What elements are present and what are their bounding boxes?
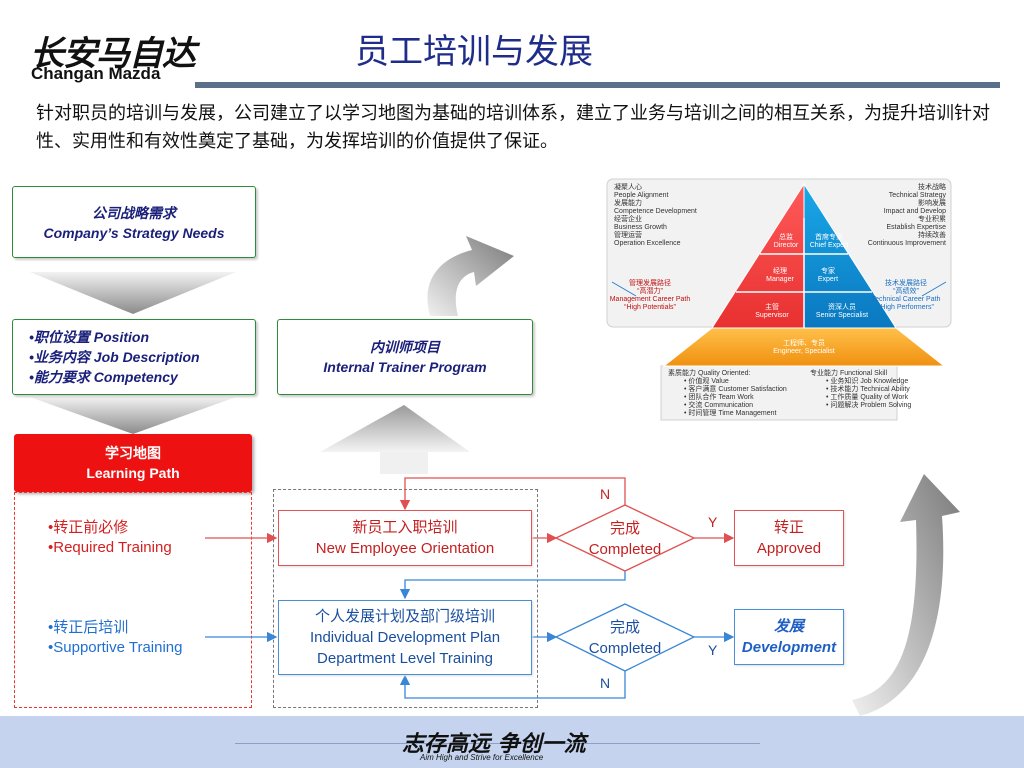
- development-cn: 发展: [773, 618, 804, 635]
- down-arrow-2: [30, 397, 236, 434]
- footer-slogan: 志存高远 争创一流: [402, 732, 586, 757]
- learning-path-en: Learning Path: [86, 465, 180, 481]
- trainer-cn: 内训师项目: [370, 339, 440, 355]
- pyramid-graphic: [606, 178, 952, 421]
- logo-english: Changan Mazda: [31, 64, 161, 83]
- competency-item: •能力要求 Competency: [29, 369, 178, 385]
- logo-chinese: 长安马自达: [30, 34, 196, 74]
- page-title: 员工培训与发展: [355, 32, 593, 72]
- up-arrow: [320, 405, 470, 452]
- flow-label-y-top: Y: [708, 514, 718, 530]
- footer-line: [235, 743, 760, 744]
- completed-bottom-text: 完成 Completed: [566, 617, 684, 659]
- idp-en2: Department Level Training: [317, 650, 493, 667]
- completed-top-text: 完成 Completed: [566, 518, 684, 560]
- quality-list: 素质能力 Quality Oriented: • 价值观 Value • 客户满…: [668, 370, 787, 417]
- learning-path-cn: 学习地图: [105, 445, 161, 461]
- development-en: Development: [741, 639, 837, 656]
- footer-band: 志存高远 争创一流 Aim High and Strive for Excell…: [0, 716, 1024, 768]
- technical-path-label: 技术发展路径“高绩效” Technical Career Path“High P…: [871, 280, 941, 311]
- curved-arrow-right: [852, 474, 960, 716]
- idp-cn: 个人发展计划及部门级培训: [314, 608, 495, 625]
- idp-box: 个人发展计划及部门级培训 Individual Development Plan…: [278, 600, 532, 675]
- title-rule: [195, 82, 1000, 88]
- down-arrow-1: [30, 272, 236, 314]
- internal-trainer-box: 内训师项目 Internal Trainer Program: [277, 319, 533, 395]
- completed-bottom-en: Completed: [588, 640, 662, 657]
- supportive-training-label: •转正后培训 •Supportive Training: [48, 618, 183, 658]
- position-item: •职位设置 Position: [29, 329, 150, 345]
- completed-top-diamond: [554, 504, 696, 572]
- intro-paragraph: 针对职员的培训与发展，公司建立了以学习地图为基础的培训体系，建立了业务与培训之间…: [36, 103, 990, 152]
- orientation-en: New Employee Orientation: [315, 540, 495, 557]
- flow-label-n-top: N: [600, 486, 611, 502]
- flow-label-n-bottom: N: [600, 675, 611, 691]
- completed-bottom-diamond: [554, 603, 696, 672]
- learning-path-frame: [14, 492, 252, 708]
- completed-top-cn: 完成: [609, 520, 640, 537]
- position-box: •职位设置 Position •业务内容 Job Description •能力…: [12, 319, 256, 395]
- strategy-cn: 公司战略需求: [92, 205, 176, 221]
- flow-label-y-bottom: Y: [708, 642, 718, 658]
- skill-list: 专业能力 Functional Skill • 业务知识 Job Knowled…: [810, 370, 912, 409]
- supportive-en: •Supportive Training: [48, 639, 183, 656]
- development-box: 发展 Development: [734, 609, 844, 665]
- supportive-cn: •转正后培训: [48, 619, 129, 636]
- idp-en1: Individual Development Plan: [309, 629, 501, 646]
- management-path-label: 管理发展路径“高潜力” Management Career Path“High …: [609, 280, 691, 311]
- learning-path-header: 学习地图 Learning Path: [14, 434, 252, 492]
- strategy-en: Company’s Strategy Needs: [43, 225, 225, 241]
- footer-english: Aim High and Strive for Excellence: [420, 753, 544, 762]
- required-en: •Required Training: [48, 539, 172, 556]
- orientation-cn: 新员工入职培训: [352, 519, 458, 536]
- required-training-label: •转正前必修 •Required Training: [48, 518, 172, 558]
- approved-en: Approved: [756, 540, 822, 557]
- curved-arrow-top: [427, 236, 514, 316]
- approved-cn: 转正: [773, 519, 804, 536]
- completed-bottom-cn: 完成: [609, 619, 640, 636]
- required-cn: •转正前必修: [48, 519, 129, 536]
- approved-box: 转正 Approved: [734, 510, 844, 566]
- completed-top-en: Completed: [588, 541, 662, 558]
- up-arrow-tail: [380, 452, 428, 474]
- orientation-box: 新员工入职培训 New Employee Orientation: [278, 510, 532, 566]
- strategy-needs-box: 公司战略需求 Company’s Strategy Needs: [12, 186, 256, 258]
- trainer-en: Internal Trainer Program: [323, 359, 487, 375]
- job-description-item: •业务内容 Job Description: [29, 349, 200, 365]
